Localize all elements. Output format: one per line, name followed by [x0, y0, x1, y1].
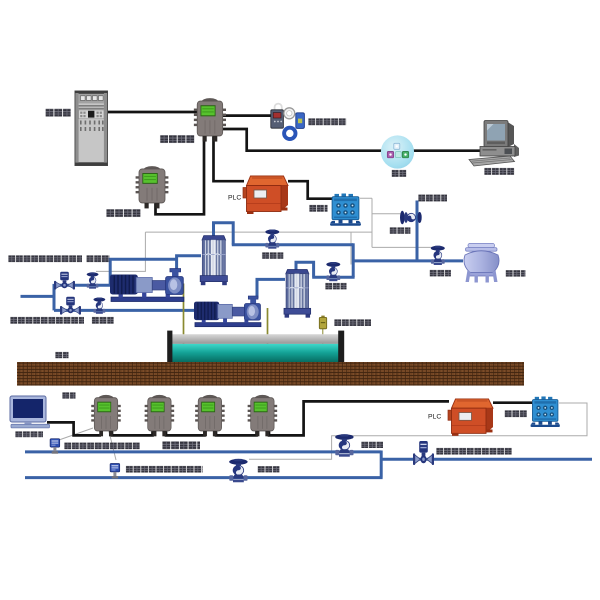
svg-text:PLC: PLC	[428, 414, 441, 421]
svg-text:PLC: PLC	[228, 195, 241, 202]
